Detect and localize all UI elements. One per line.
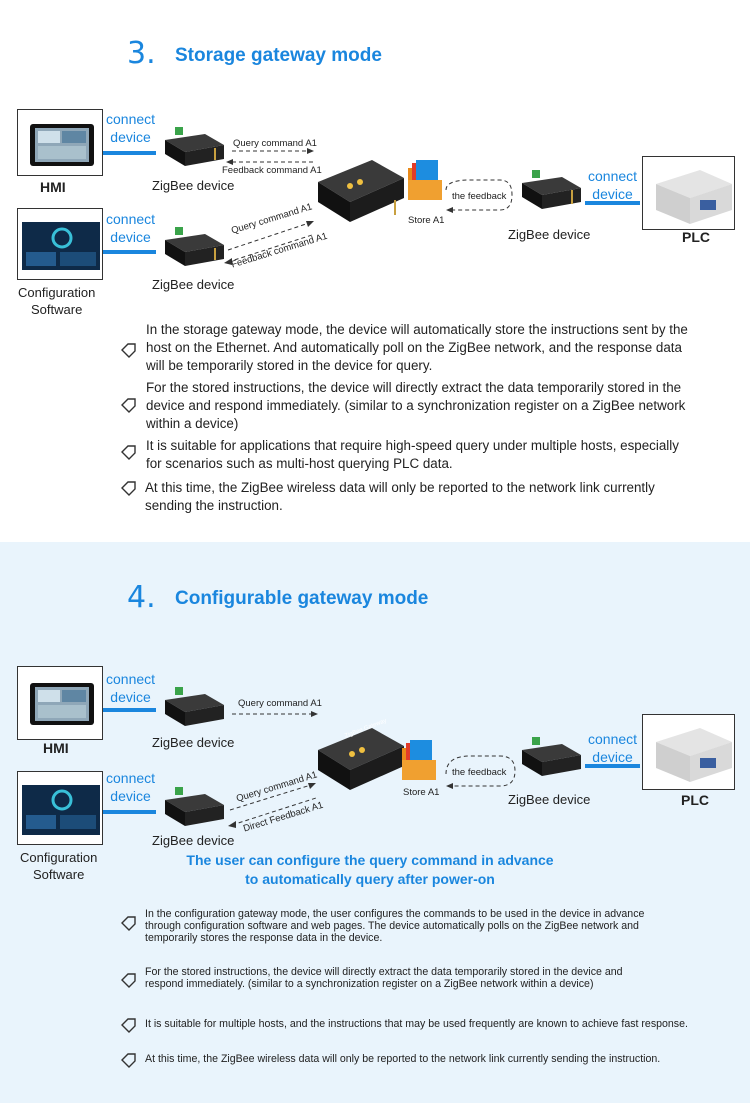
- query-command-label: Query command A1: [233, 138, 317, 149]
- bullet-text: For the stored instructions, the device …: [145, 966, 623, 990]
- the-feedback-label: the feedback: [452, 191, 507, 202]
- configurable-gateway-section: 4. Configurable gateway mode: [0, 542, 750, 1103]
- hmi-frame: [17, 109, 103, 176]
- section-title: Storage gateway mode: [175, 45, 382, 66]
- bullet-text: It is suitable for multiple hosts, and t…: [145, 1018, 688, 1030]
- tag-icon: [121, 916, 135, 930]
- bullet-text: In the storage gateway mode, the device …: [146, 322, 688, 373]
- tag-icon: [121, 343, 135, 357]
- feedback-command-label: Feedback command A1: [222, 165, 322, 176]
- zigbee-device-image: [522, 170, 581, 209]
- store-label: Store A1: [403, 787, 440, 798]
- bullet-text: At this time, the ZigBee wireless data w…: [145, 480, 655, 513]
- zigbee-device-label: ZigBee device: [508, 227, 591, 242]
- bullet-text: It is suitable for applications that req…: [146, 438, 679, 471]
- configurable-diagram-graphics: [22, 683, 732, 835]
- zigbee-device-label: ZigBee device: [152, 735, 235, 750]
- store-label: Store A1: [408, 215, 445, 226]
- hmi-label: HMI: [40, 179, 66, 195]
- plc-frame: [642, 156, 735, 230]
- the-feedback-label: the feedback: [452, 767, 507, 778]
- plc-label: PLC: [681, 792, 709, 808]
- zigbee-device-label: ZigBee device: [152, 178, 235, 193]
- configuration-note: The user can configure the query command…: [186, 852, 554, 887]
- tag-icon: [121, 1018, 135, 1032]
- zigbee-device-label: ZigBee device: [152, 833, 235, 848]
- plc-label: PLC: [682, 229, 710, 245]
- tag-icon: [121, 973, 135, 987]
- bullet-text: For the stored instructions, the device …: [146, 380, 686, 431]
- query-command-label: Query command A1: [238, 698, 322, 709]
- bullet-text: In the configuration gateway mode, the u…: [145, 908, 645, 944]
- zigbee-device-label: ZigBee device: [152, 277, 235, 292]
- tag-icon: [121, 445, 135, 459]
- section-number: 4.: [127, 580, 156, 615]
- storage-gateway-section: 3. Storage gateway mode: [0, 0, 750, 542]
- tag-icon: [121, 1053, 135, 1067]
- zigbee-device-image: [165, 227, 224, 266]
- tag-icon: [121, 481, 135, 495]
- config-software-label: Configuration Software: [18, 285, 96, 317]
- config-software-label: Configuration Software: [20, 850, 98, 882]
- bullet-text: At this time, the ZigBee wireless data w…: [145, 1053, 661, 1065]
- tag-icon: [121, 398, 135, 412]
- storage-diagram-graphics: [22, 124, 735, 270]
- store-folder-icon: [408, 160, 442, 200]
- hmi-label: HMI: [43, 740, 69, 756]
- zigbee-device-image: [165, 127, 224, 166]
- config-software-frame: [17, 208, 103, 280]
- section-number: 3.: [127, 36, 156, 71]
- section-title: Configurable gateway mode: [175, 588, 429, 609]
- zigbee-gateway-image: [318, 160, 404, 222]
- zigbee-device-label: ZigBee device: [508, 792, 591, 807]
